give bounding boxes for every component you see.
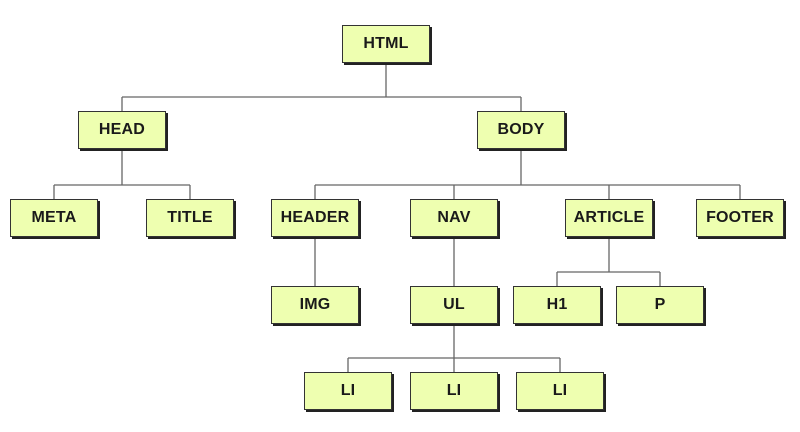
node-title: TITLE — [146, 199, 234, 237]
node-h1: H1 — [513, 286, 601, 324]
node-ul: UL — [410, 286, 498, 324]
node-header: HEADER — [271, 199, 359, 237]
node-meta: META — [10, 199, 98, 237]
node-head: HEAD — [78, 111, 166, 149]
node-p: P — [616, 286, 704, 324]
node-html: HTML — [342, 25, 430, 63]
node-li-3: LI — [516, 372, 604, 410]
node-li-2: LI — [410, 372, 498, 410]
node-nav: NAV — [410, 199, 498, 237]
node-img: IMG — [271, 286, 359, 324]
node-article: ARTICLE — [565, 199, 653, 237]
node-body: BODY — [477, 111, 565, 149]
node-li-1: LI — [304, 372, 392, 410]
node-footer: FOOTER — [696, 199, 784, 237]
